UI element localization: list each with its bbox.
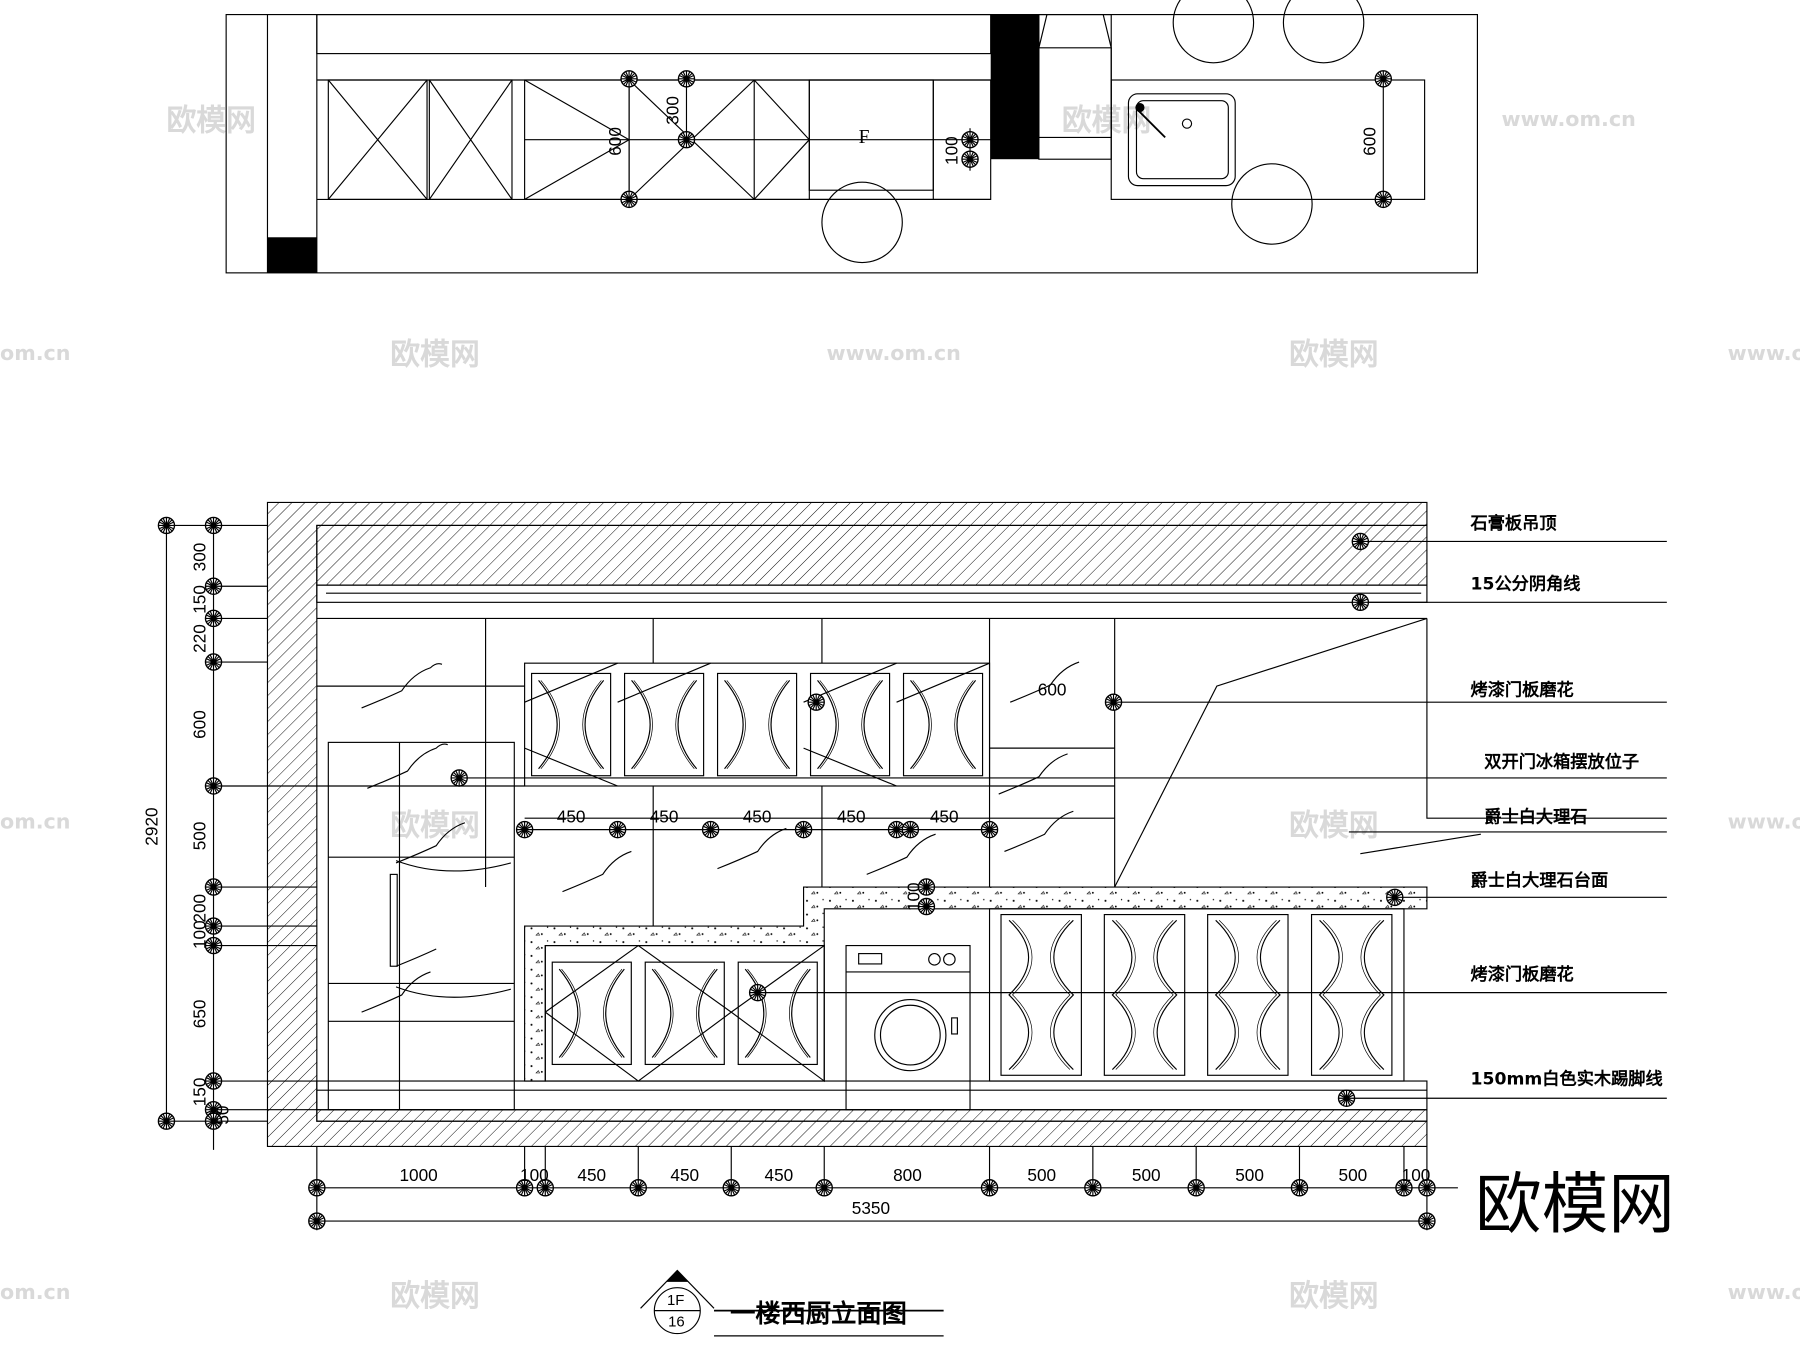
- drawing-title: 一楼西厨立面图: [730, 1299, 907, 1328]
- appliance-mark: F: [859, 127, 870, 148]
- dim-height: 100: [189, 920, 209, 949]
- dim-total-height: 2920: [141, 807, 161, 845]
- dim-width: 450: [765, 1165, 794, 1185]
- wall-tiles: [316, 617, 1481, 927]
- width-dimensions: 1000 100 450 450 450 800 500 500 500 500…: [308, 1146, 1458, 1231]
- callout-upper-doors: 烤漆门板磨花: [1471, 679, 1574, 700]
- title-block: 1F 16 一楼西厨立面图: [640, 1269, 944, 1337]
- range-hood: [1038, 13, 1112, 160]
- svg-text:欧模网: 欧模网: [390, 1279, 479, 1314]
- dim-width: 500: [1235, 1165, 1264, 1185]
- dim-height: 600: [189, 710, 209, 739]
- refrigerator: [327, 741, 515, 1111]
- svg-text:欧模网: 欧模网: [166, 104, 255, 139]
- height-dimensions: 300 150 220 600 500 200 100 650 150 50 2…: [141, 516, 317, 1150]
- dim-upper-door: 450: [650, 807, 679, 827]
- dim-height: 150: [189, 1078, 209, 1107]
- upper-dimensions: 450 450 450 450 450 600 100: [557, 679, 1067, 911]
- svg-text:om.cn: om.cn: [0, 341, 71, 365]
- svg-text:欧模网: 欧模网: [390, 808, 479, 843]
- svg-text:om.cn: om.cn: [0, 809, 71, 833]
- svg-text:www.om: www.om: [1728, 1280, 1800, 1304]
- elevation-view: 石膏板吊顶 15公分阴角线 烤漆门板磨花 双开门冰箱摆放位子 爵士白大理石 爵士…: [141, 501, 1667, 1231]
- plan-cabinets: [327, 79, 992, 200]
- callout-fridge-space: 双开门冰箱摆放位子: [1484, 752, 1639, 773]
- dim-width: 800: [893, 1165, 922, 1185]
- svg-text:欧模网: 欧模网: [1289, 808, 1378, 843]
- dim-width: 100: [1402, 1165, 1431, 1185]
- dim-upper-door: 450: [837, 807, 866, 827]
- callout-gypsum-ceiling: 石膏板吊顶: [1470, 513, 1557, 534]
- svg-text:欧模网: 欧模网: [1289, 338, 1378, 373]
- logo-watermark: 欧模网: [1475, 1165, 1675, 1243]
- plan-dim-300: 300: [662, 96, 682, 125]
- plan-dim-600: 600: [605, 127, 625, 156]
- sheet-number: 16: [668, 1314, 685, 1331]
- svg-text:om.cn: om.cn: [0, 1280, 71, 1304]
- column: [267, 237, 317, 273]
- dim-width: 500: [1027, 1165, 1056, 1185]
- callout-cornice: 15公分阴角线: [1471, 574, 1581, 595]
- frosted-flower-decor: [361, 661, 1080, 1013]
- upper-cabinets: [524, 662, 991, 787]
- svg-text:www.om.cn: www.om.cn: [827, 341, 961, 365]
- svg-text:www.om: www.om: [1728, 341, 1800, 365]
- callout-baseboard: 150mm白色实木踢脚线: [1471, 1068, 1663, 1089]
- baseboard: [316, 1080, 1428, 1111]
- callout-labels: 石膏板吊顶 15公分阴角线 烤漆门板磨花 双开门冰箱摆放位子 爵士白大理石 爵士…: [1470, 513, 1663, 1090]
- dim-width: 450: [670, 1165, 699, 1185]
- svg-text:欧模网: 欧模网: [390, 338, 479, 373]
- dim-upper-door: 450: [930, 807, 959, 827]
- svg-text:www.om.cn: www.om.cn: [1502, 107, 1636, 131]
- svg-text:欧模网: 欧模网: [1289, 1279, 1378, 1314]
- callout-leaders: [459, 540, 1667, 1099]
- gypsum-ceiling: [316, 524, 1428, 586]
- sink: [1127, 93, 1236, 187]
- dim-height: 220: [189, 624, 209, 653]
- dim-height: 50: [212, 1106, 232, 1125]
- callout-lower-doors: 烤漆门板磨花: [1471, 964, 1574, 985]
- plan-dim-600-right: 600: [1359, 127, 1379, 156]
- dim-width: 450: [577, 1165, 606, 1185]
- dim-height: 650: [189, 1000, 209, 1029]
- callout-marble-wall: 爵士白大理石: [1484, 807, 1587, 828]
- dim-height: 300: [189, 543, 209, 572]
- dim-height: 500: [189, 822, 209, 851]
- plan-dim-100: 100: [941, 136, 961, 165]
- svg-text:www.om: www.om: [1728, 809, 1800, 833]
- dim-total-width: 5350: [852, 1198, 890, 1218]
- washing-machine: [845, 944, 971, 1111]
- dim-upper-door: 450: [557, 807, 586, 827]
- marble-countertop: [524, 886, 1428, 1082]
- dim-side-cabinet: 600: [1038, 679, 1067, 699]
- floor-label: 1F: [667, 1292, 684, 1309]
- dim-height: 150: [189, 585, 209, 614]
- dim-upper-door: 450: [743, 807, 772, 827]
- dim-counter-gap: 100: [904, 882, 924, 911]
- dim-height: 200: [189, 894, 209, 923]
- dim-width: 500: [1132, 1165, 1161, 1185]
- dim-width: 1000: [399, 1165, 437, 1185]
- dim-width: 100: [520, 1165, 549, 1185]
- dim-width: 500: [1339, 1165, 1368, 1185]
- callout-marble-counter: 爵士白大理石台面: [1471, 870, 1609, 891]
- cornice: [316, 584, 1428, 603]
- wall-pillar: [990, 14, 1039, 160]
- plan-view: 600 300 100 600 F: [225, 0, 1478, 274]
